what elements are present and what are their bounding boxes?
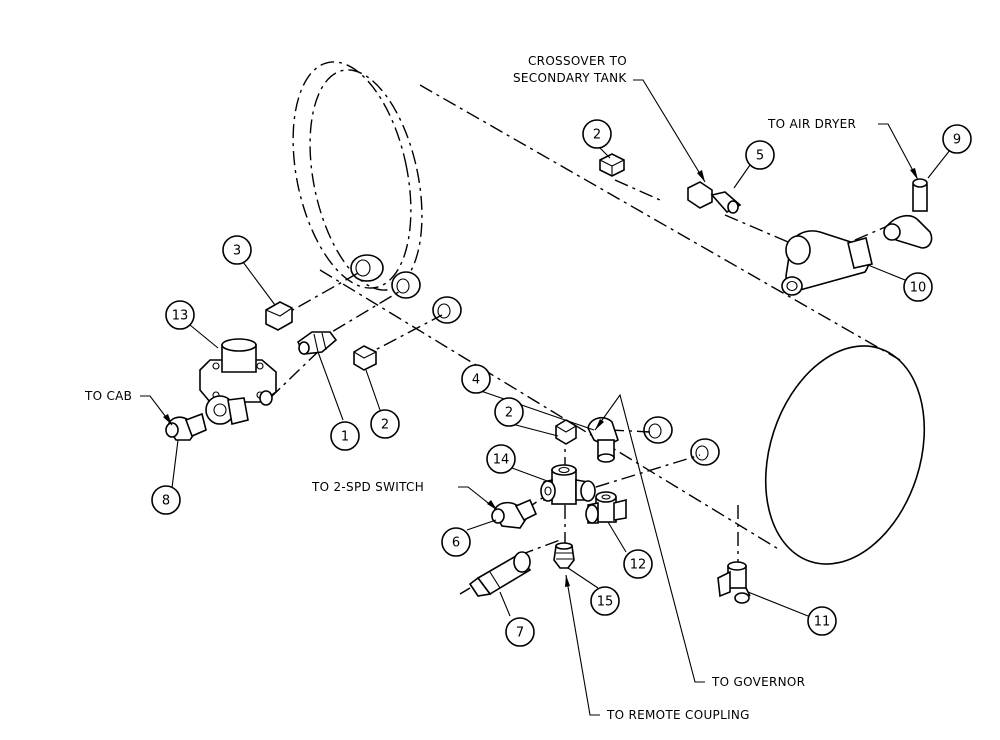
callout-bubbles: 2 5 9 10 3 13 1 2 8 4 2 14 6 12 15 7 11 bbox=[151, 119, 972, 647]
svg-text:12: 12 bbox=[630, 558, 647, 573]
valve-part-13 bbox=[199, 338, 277, 425]
callout-1: 1 bbox=[330, 421, 360, 451]
callout-15: 15 bbox=[590, 586, 620, 616]
svg-text:11: 11 bbox=[814, 615, 831, 630]
label-crossover-line1: CROSSOVER TO bbox=[528, 54, 627, 68]
svg-text:9: 9 bbox=[953, 133, 961, 148]
callout-8: 8 bbox=[151, 485, 181, 515]
callout-2-mid: 2 bbox=[370, 409, 400, 439]
callout-5: 5 bbox=[745, 140, 775, 170]
drain-valve-part-11 bbox=[717, 561, 751, 604]
callout-12: 12 bbox=[623, 549, 653, 579]
label-2-spd-switch: TO 2-SPD SWITCH bbox=[311, 480, 424, 494]
svg-text:5: 5 bbox=[756, 149, 764, 164]
nipple-part-15 bbox=[553, 542, 575, 569]
callout-2-top: 2 bbox=[582, 119, 612, 149]
callout-10: 10 bbox=[903, 272, 933, 302]
label-crossover-line2: SECONDARY TANK bbox=[513, 71, 627, 85]
svg-text:2: 2 bbox=[381, 418, 389, 433]
svg-text:14: 14 bbox=[493, 453, 510, 468]
fitting-part-5 bbox=[687, 181, 742, 214]
svg-text:1: 1 bbox=[341, 430, 349, 445]
plug-part-3 bbox=[265, 301, 293, 331]
callout-4: 4 bbox=[461, 364, 491, 394]
callout-3: 3 bbox=[222, 235, 252, 265]
air-tank bbox=[292, 61, 926, 565]
tank-ports bbox=[350, 254, 720, 466]
annotation-labels: CROSSOVER TO SECONDARY TANK TO AIR DRYER… bbox=[84, 54, 856, 722]
cross-part-14 bbox=[540, 464, 596, 505]
svg-text:13: 13 bbox=[172, 309, 189, 324]
elbow-part-6 bbox=[491, 498, 538, 529]
label-governor: TO GOVERNOR bbox=[711, 675, 805, 689]
callout-7: 9 bbox=[942, 124, 972, 154]
tank-end-cap bbox=[764, 345, 926, 565]
elbow-part-8 bbox=[165, 412, 207, 441]
callout-13: 13 bbox=[165, 300, 195, 330]
elbow-part-7 bbox=[883, 178, 933, 249]
label-remote-coupling: TO REMOTE COUPLING bbox=[606, 708, 750, 722]
callout-9: 7 bbox=[505, 617, 535, 647]
plug-part-2-lower bbox=[555, 419, 577, 445]
svg-text:6: 6 bbox=[452, 536, 460, 551]
elbow-part-4 bbox=[587, 416, 619, 463]
svg-text:10: 10 bbox=[910, 281, 927, 296]
label-air-dryer: TO AIR DRYER bbox=[767, 117, 856, 131]
label-to-cab: TO CAB bbox=[84, 389, 132, 403]
svg-text:4: 4 bbox=[472, 373, 480, 388]
callout-11: 11 bbox=[807, 606, 837, 636]
svg-text:2: 2 bbox=[593, 128, 601, 143]
plug-part-2-top bbox=[599, 153, 625, 177]
svg-text:2: 2 bbox=[505, 406, 513, 421]
tee-part-12 bbox=[585, 491, 627, 524]
svg-text:7: 7 bbox=[516, 626, 524, 641]
plug-part-2-mid bbox=[353, 345, 377, 371]
leader-lines bbox=[140, 79, 951, 716]
valve-part-9 bbox=[459, 551, 532, 597]
svg-text:15: 15 bbox=[597, 595, 614, 610]
svg-text:3: 3 bbox=[233, 244, 241, 259]
tee-part-10 bbox=[781, 230, 873, 296]
callout-14: 14 bbox=[486, 444, 516, 474]
nipple-part-1 bbox=[296, 331, 338, 355]
callout-6: 6 bbox=[441, 527, 471, 557]
callout-2-lower: 2 bbox=[494, 397, 524, 427]
svg-text:8: 8 bbox=[162, 494, 170, 509]
